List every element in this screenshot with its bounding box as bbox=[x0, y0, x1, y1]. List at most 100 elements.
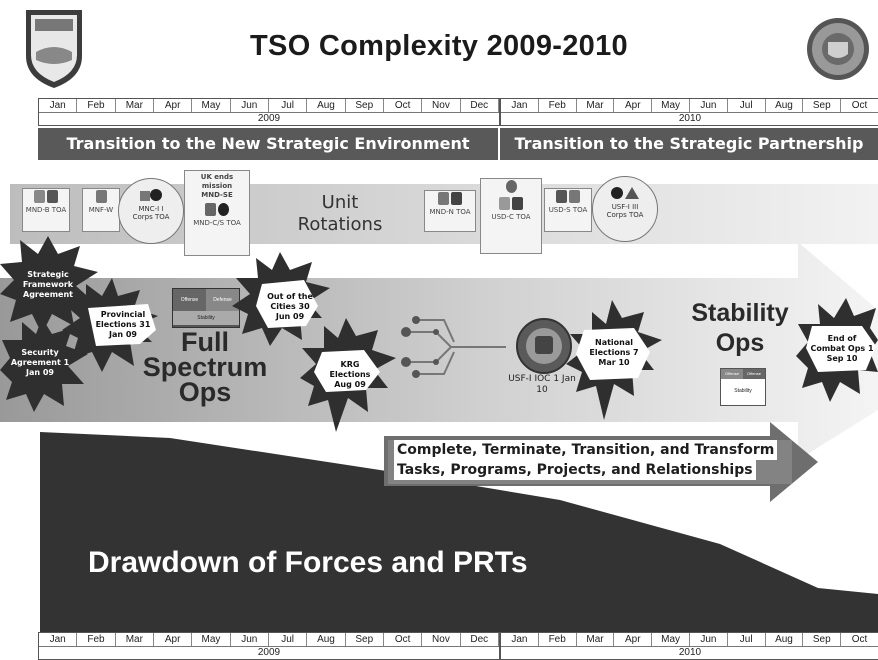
month-label: Jun bbox=[231, 99, 269, 112]
year-label-2009: 2009 bbox=[257, 113, 281, 124]
month-label: Apr bbox=[154, 99, 193, 112]
month-label: Jan bbox=[39, 633, 78, 646]
circuit-icon bbox=[401, 316, 506, 378]
transform-text: Complete, Terminate, Transition, and Tra… bbox=[394, 440, 794, 480]
month-label: May bbox=[192, 99, 231, 112]
burst-security bbox=[0, 318, 88, 412]
bubble-national bbox=[576, 328, 650, 380]
month-label: Nov bbox=[422, 99, 461, 112]
bubble-provincial bbox=[88, 304, 156, 346]
month-label: Feb bbox=[539, 633, 577, 646]
month-label: Jan bbox=[501, 99, 539, 112]
month-label: Jul bbox=[728, 633, 766, 646]
year-label-2010: 2010 bbox=[678, 647, 702, 658]
unit-card-label: MND-B TOA bbox=[25, 206, 67, 214]
year-label-2010: 2010 bbox=[678, 113, 702, 124]
drawdown-area bbox=[40, 432, 878, 638]
seal-icon bbox=[807, 18, 869, 80]
month-label: Jun bbox=[690, 99, 728, 112]
month-label: Dec bbox=[461, 633, 499, 646]
phase-bar-strategic-partnership: Transition to the Strategic Partnership bbox=[500, 128, 878, 160]
month-label: Apr bbox=[614, 633, 653, 646]
unit-card-label: MNC-I I Corps TOA bbox=[132, 205, 170, 221]
drawdown-label: Drawdown of Forces and PRTs bbox=[88, 546, 528, 579]
page-title: TSO Complexity 2009-2010 bbox=[250, 30, 628, 62]
month-label: Feb bbox=[539, 99, 577, 112]
stability-tag: Stability bbox=[734, 388, 752, 394]
event-provincial-elections: Provincial Elections 31 Jan 09 bbox=[95, 310, 151, 339]
month-label: Oct bbox=[841, 633, 878, 646]
bubble-krg bbox=[314, 350, 380, 392]
unit-card-label: USF-I III Corps TOA bbox=[606, 203, 644, 219]
burst-sfa bbox=[0, 236, 98, 334]
unit-card-mnd-n: MND-N TOA bbox=[424, 190, 476, 232]
event-security-agreement: Security Agreement 1 Jan 09 bbox=[10, 348, 70, 377]
month-label: Aug bbox=[307, 99, 346, 112]
offense-tag: Offense bbox=[743, 369, 765, 379]
month-label: Jul bbox=[269, 99, 308, 112]
month-label: Sep bbox=[803, 633, 842, 646]
unit-rotations-label: Unit Rotations bbox=[297, 192, 383, 235]
unit-card-usd-c: USD-C TOA bbox=[480, 178, 542, 254]
left-emblem bbox=[22, 8, 86, 90]
unit-card-label: MND-C/S TOA bbox=[193, 219, 241, 227]
uk-ends-title: UK ends mission MND-SE bbox=[200, 173, 234, 199]
unit-card-label: MND-N TOA bbox=[429, 208, 471, 216]
right-emblem bbox=[806, 14, 870, 84]
full-spectrum-label: Full Spectrum Ops bbox=[142, 327, 268, 407]
event-end-of-combat-ops: End of Combat Ops 1 Sep 10 bbox=[810, 334, 874, 363]
month-label: Jan bbox=[39, 99, 78, 112]
month-label: Feb bbox=[77, 99, 116, 112]
stability-tag: Stability bbox=[173, 311, 239, 325]
usf-i-ioc-label: USF-I IOC 1 Jan 10 bbox=[508, 374, 576, 395]
month-label: May bbox=[192, 633, 231, 646]
month-label: Sep bbox=[803, 99, 842, 112]
unit-card-usf-i: USF-I III Corps TOA bbox=[592, 176, 658, 242]
unit-card-mnd-b: MND-B TOA bbox=[22, 188, 70, 232]
month-label: Jul bbox=[728, 99, 766, 112]
month-label: Jul bbox=[269, 633, 308, 646]
event-out-of-the-cities: Out of the Cities 30 Jun 09 bbox=[267, 292, 313, 321]
full-spectrum-icon: Offense Defense Stability bbox=[172, 288, 240, 328]
shield-icon bbox=[26, 10, 82, 88]
month-label: May bbox=[652, 633, 690, 646]
bubble-cities bbox=[256, 280, 318, 328]
unit-card-label: USD-S TOA bbox=[548, 206, 588, 214]
month-label: May bbox=[652, 99, 690, 112]
defense-tag: Defense bbox=[206, 289, 239, 311]
usf-i-seal bbox=[516, 318, 572, 374]
month-label: Jan bbox=[501, 633, 539, 646]
offense-tag: Offense bbox=[173, 289, 206, 311]
event-krg-elections: KRG Elections Aug 09 bbox=[329, 360, 371, 389]
month-label: Mar bbox=[577, 633, 615, 646]
stability-ops-icon: Offense Offense Stability bbox=[720, 368, 766, 406]
month-label: Nov bbox=[422, 633, 461, 646]
month-label: Oct bbox=[384, 633, 423, 646]
month-label: Mar bbox=[577, 99, 615, 112]
month-label: Feb bbox=[77, 633, 116, 646]
month-label: Mar bbox=[116, 99, 154, 112]
phase-bar-new-strategic-environment: Transition to the New Strategic Environm… bbox=[38, 128, 498, 160]
month-label: Jun bbox=[690, 633, 728, 646]
month-label: Sep bbox=[346, 633, 384, 646]
month-label: Apr bbox=[154, 633, 193, 646]
unit-card-mnc-i: MNC-I I Corps TOA bbox=[118, 178, 184, 244]
unit-card-usd-s: USD-S TOA bbox=[544, 188, 592, 232]
month-label: Aug bbox=[766, 633, 804, 646]
month-label: Aug bbox=[307, 633, 346, 646]
bubble-combat bbox=[806, 326, 876, 372]
unit-card-label: MNF-W bbox=[88, 206, 114, 214]
event-national-elections: National Elections 7 Mar 10 bbox=[589, 338, 639, 367]
month-label: Sep bbox=[346, 99, 384, 112]
month-label: Aug bbox=[766, 99, 804, 112]
month-label: Apr bbox=[614, 99, 653, 112]
year-label-2009: 2009 bbox=[257, 647, 281, 658]
event-strategic-framework-agreement: Strategic Framework Agreement bbox=[22, 270, 74, 299]
